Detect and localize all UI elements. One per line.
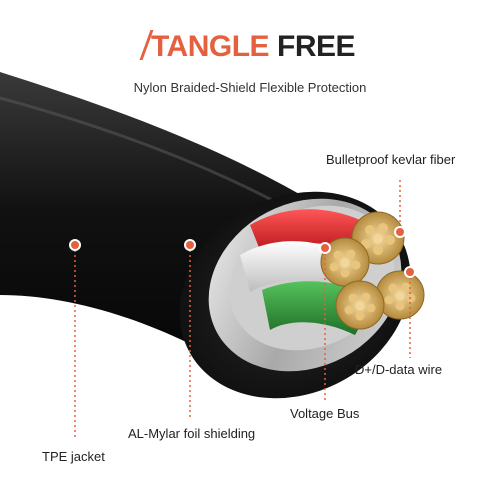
subtitle: Nylon Braided-Shield Flexible Protection (133, 80, 367, 95)
dot-data-wire (404, 266, 416, 278)
label-voltage: Voltage Bus (290, 406, 360, 421)
copper-strands-bottom (335, 280, 385, 330)
copper-strands-right (375, 270, 425, 320)
label-foil: AL-Mylar foil shielding (128, 426, 256, 441)
title-accent: TANGLE (150, 30, 270, 63)
title-main: FREE (277, 30, 356, 63)
dot-jacket (69, 239, 81, 251)
dot-voltage (319, 242, 331, 254)
dot-kevlar (394, 226, 406, 238)
label-data-wire: D+/D-data wire (355, 362, 443, 377)
jacket-highlight (0, 96, 301, 217)
label-kevlar: Bulletproof kevlar fiber (326, 152, 456, 167)
label-jacket: TPE jacket (42, 449, 105, 464)
copper-strands-middle (320, 237, 370, 287)
dot-foil (184, 239, 196, 251)
